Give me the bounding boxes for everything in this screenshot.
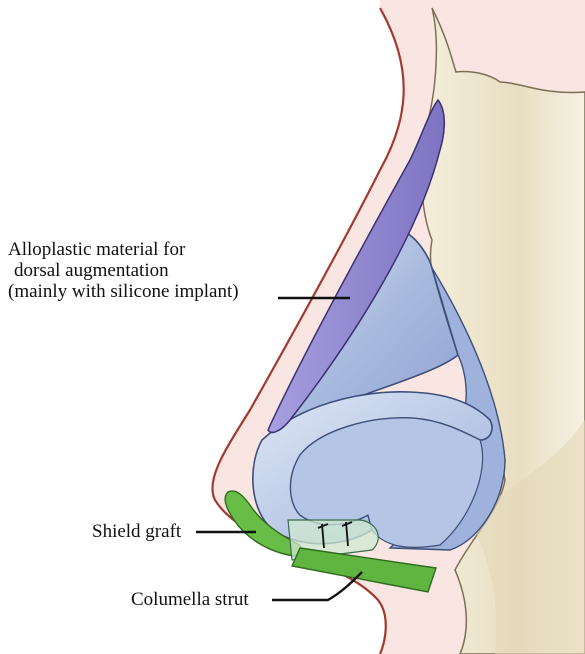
columella-strut-label: Columella strut: [131, 589, 249, 610]
alloplastic-label-line1: Alloplastic material for: [8, 239, 239, 260]
alloplastic-material-label: Alloplastic material for dorsal augmenta…: [8, 239, 239, 302]
alloplastic-label-line3: (mainly with silicone implant): [8, 281, 239, 302]
alloplastic-label-line2: dorsal augmentation: [8, 260, 239, 281]
shield-graft-label: Shield graft: [92, 521, 181, 542]
